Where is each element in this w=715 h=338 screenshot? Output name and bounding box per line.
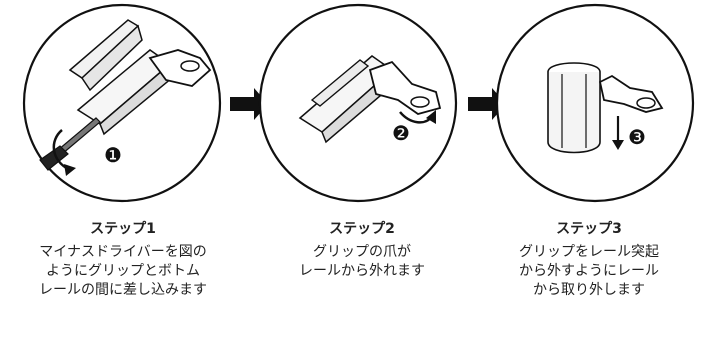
step1-title: ステップ1 [90,221,156,237]
illustration-strip: ❶ ❷ [22,3,695,203]
step2-title: ステップ2 [329,221,395,237]
arrow-right-icon [230,88,268,120]
step1-desc-line: ようにグリップとボトム [46,263,200,279]
step3-desc-line: から取り外します [533,282,645,298]
step2-marker: ❷ [392,121,410,145]
step2-illustration [258,3,458,203]
step3-title: ステップ3 [556,221,622,237]
step1-description: マイナスドライバーを図の ようにグリップとボトム レールの間に差し込みます [8,243,238,300]
step3-desc-line: グリップをレール突起 [519,244,659,260]
step2-desc-line: レールから外れます [299,263,425,279]
step2-description: グリップの爪が レールから外れます [247,243,477,281]
step3-description: グリップをレール突起 から外すようにレール から取り外します [474,243,704,300]
step3-desc-line: から外すようにレール [519,263,659,279]
step1-illustration [22,3,222,203]
step3-marker: ❸ [628,125,646,149]
step2-desc-line: グリップの爪が [313,244,411,260]
step3-illustration [495,3,695,203]
step1-desc-line: マイナスドライバーを図の [39,244,207,260]
step1-marker: ❶ [104,143,122,167]
step1-desc-line: レールの間に差し込みます [39,282,207,298]
